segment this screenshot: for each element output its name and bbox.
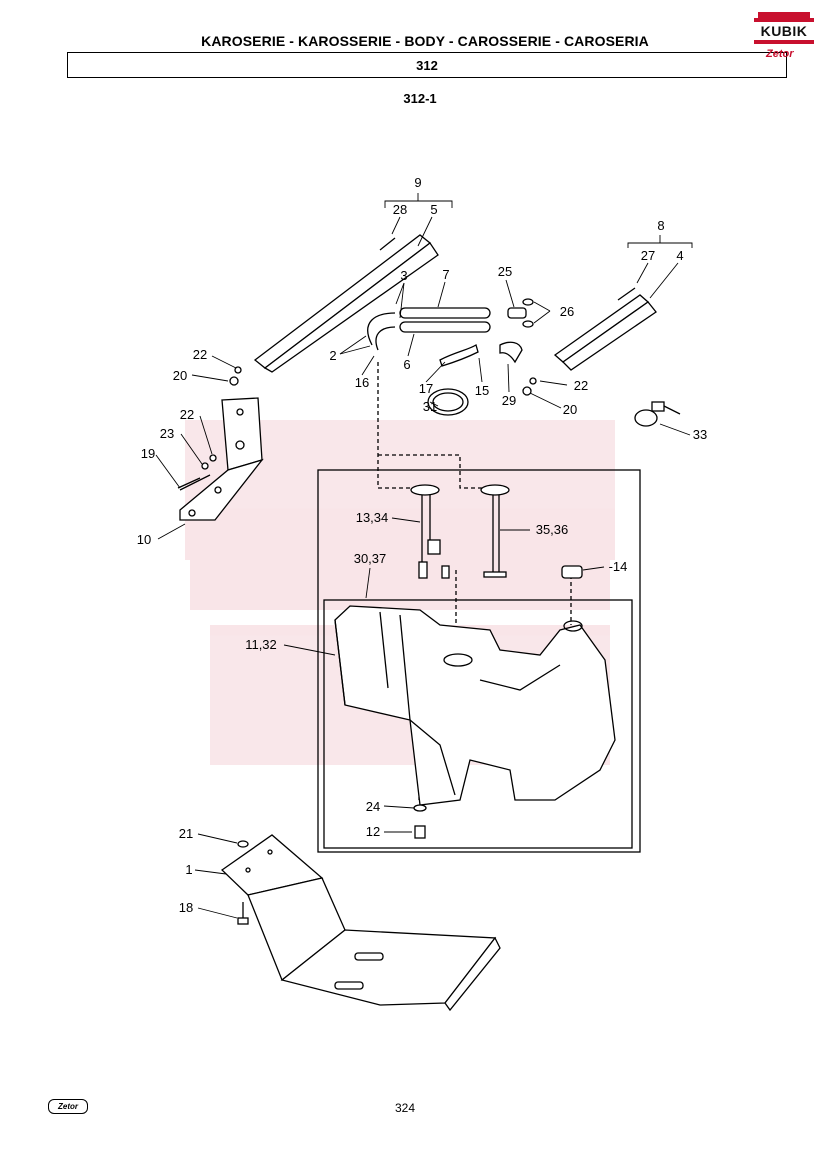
bolt-18 — [237, 902, 249, 925]
logo-zetor-text: Zetor — [766, 48, 794, 60]
logo-wordmark: KUBIK — [754, 18, 814, 44]
label-10: 10 — [137, 532, 151, 547]
label-23: 23 — [160, 426, 174, 441]
nut-21 — [237, 840, 249, 848]
subsection-code: 312-1 — [403, 91, 437, 106]
label-9: 9 — [414, 175, 421, 190]
label-16: 16 — [355, 375, 369, 390]
label-14: -14 — [609, 559, 628, 574]
label-2: 2 — [329, 348, 336, 363]
bracket-10 — [177, 397, 264, 521]
cap-33 — [634, 401, 681, 427]
ring-14 — [561, 565, 583, 579]
label-4: 4 — [676, 248, 683, 263]
label-21: 21 — [179, 826, 193, 841]
plug-12 — [414, 825, 426, 839]
label-13-34: 13,34 — [356, 510, 389, 525]
bracket-17 — [439, 343, 479, 367]
label-15: 15 — [475, 383, 489, 398]
washer-22-left — [234, 366, 242, 374]
label-22-top: 22 — [193, 347, 207, 362]
footer-zetor-logo: Zetor — [48, 1099, 88, 1114]
page-number: 324 — [394, 1101, 416, 1115]
seal-24 — [413, 804, 427, 812]
label-30-37: 30,37 — [354, 551, 387, 566]
section-code: 312 — [416, 58, 438, 73]
assembly-frame-inner — [323, 599, 633, 849]
strap-left — [253, 234, 439, 373]
section-box: 312 — [67, 52, 787, 78]
label-29: 29 — [502, 393, 516, 408]
label-20-right: 20 — [563, 402, 577, 417]
nut-20-right — [522, 386, 532, 396]
label-3: 3 — [400, 268, 407, 283]
label-22-bracket: 22 — [180, 407, 194, 422]
label-8: 8 — [657, 218, 664, 233]
fuel-sender — [410, 484, 450, 579]
label-20-left: 20 — [173, 368, 187, 383]
clamp-25 — [507, 298, 534, 328]
label-18: 18 — [179, 900, 193, 915]
label-24: 24 — [366, 799, 380, 814]
logo-stripe — [758, 12, 810, 18]
label-17: 17 — [419, 381, 433, 396]
bolt-19 — [179, 474, 211, 491]
label-26: 26 — [560, 304, 574, 319]
label-19: 19 — [141, 446, 155, 461]
washer-22-right — [529, 377, 537, 385]
label-5: 5 — [430, 202, 437, 217]
label-25: 25 — [498, 264, 512, 279]
label-27: 27 — [641, 248, 655, 263]
page-header-title: KAROSERIE - KAROSSERIE - BODY - CAROSSER… — [201, 33, 649, 49]
label-35-36: 35,36 — [536, 522, 569, 537]
bracket-29 — [499, 341, 523, 364]
fuel-gauge-sensor — [480, 484, 510, 578]
label-7: 7 — [442, 267, 449, 282]
leader-lines — [155, 193, 693, 919]
fuel-tank — [334, 605, 616, 806]
kubik-logo: KUBIK Zetor — [752, 8, 818, 64]
washer-23 — [201, 462, 209, 470]
label-28: 28 — [393, 202, 407, 217]
label-31: 31 — [423, 399, 437, 414]
strap-right — [553, 287, 657, 371]
hoses — [367, 307, 491, 351]
callout-labels: 9 28 5 8 27 4 3 7 25 26 2 6 16 22 20 17 … — [137, 175, 707, 915]
label-33: 33 — [693, 427, 707, 442]
label-12: 12 — [366, 824, 380, 839]
washer-22-bracket — [209, 454, 217, 462]
label-11-32: 11,32 — [245, 637, 277, 652]
label-1: 1 — [185, 862, 192, 877]
nut-20-left — [229, 376, 239, 386]
label-22-right: 22 — [574, 378, 588, 393]
guard-plate — [220, 834, 501, 1012]
assembly-frame-outer — [317, 469, 641, 853]
label-6: 6 — [403, 357, 410, 372]
